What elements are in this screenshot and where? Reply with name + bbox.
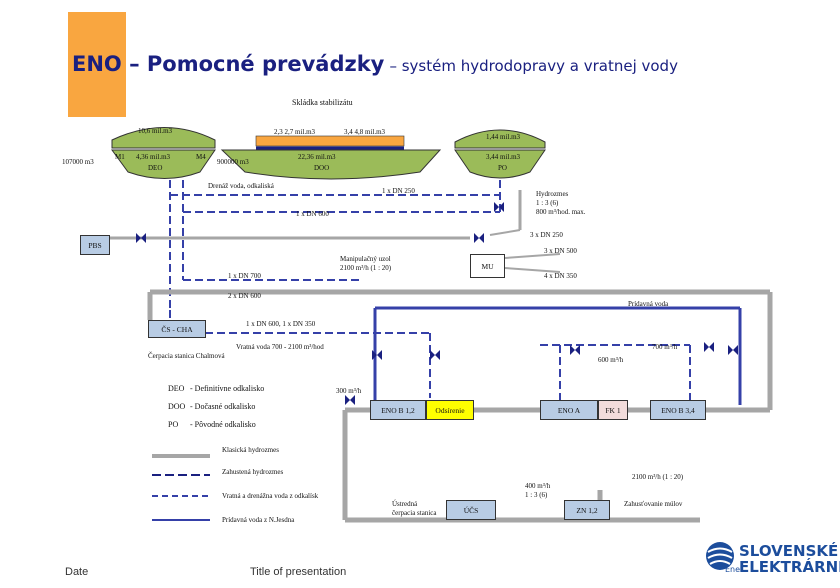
doo-top-strip xyxy=(255,135,405,147)
mu-pipe-right xyxy=(504,253,561,259)
legend-label-dashedblue: Vratná a drenážna voda z odkalísk xyxy=(222,492,319,500)
hydro-ratio-label: Hydrozmes 1 : 3 (6) 800 m³/hod. max. xyxy=(536,190,586,216)
doo-volume: 22,36 mil.m3 xyxy=(298,153,336,161)
doo-code: DOO xyxy=(314,164,330,172)
po-subvolume: 3,44 mil.m3 xyxy=(486,153,521,161)
mu-connector xyxy=(489,229,521,236)
po-basin-bottom xyxy=(454,149,546,179)
deo-subvolume: 4,36 mil.m3 xyxy=(136,153,171,161)
pbs-box[interactable]: PBS xyxy=(80,235,110,255)
doo-basin xyxy=(220,149,442,180)
deo-basin-bottom xyxy=(111,149,216,179)
pipe-1x600-label: 1 x DN 600 xyxy=(296,210,329,218)
valve-icon-po[interactable] xyxy=(494,202,504,212)
pipe-3x250-label: 3 x DN 250 xyxy=(530,231,563,239)
legend-label-blue: Prídavná voda z N.Jesdna xyxy=(222,516,295,524)
zn12-box[interactable]: ZN 1,2 xyxy=(564,500,610,520)
return-water-label: Vratná voda 700 - 2100 m³/hod xyxy=(236,343,324,351)
enel-brand: Enel xyxy=(725,565,743,574)
valve-icon-r3[interactable] xyxy=(728,345,738,355)
pipe-2x600-label: 2 x DN 600 xyxy=(228,292,261,300)
enoa-box[interactable]: ENO A xyxy=(540,400,598,420)
cs-cha-box[interactable]: ČS - CHA xyxy=(148,320,206,338)
legend-label-darkblue: Zahustená hydrozmes xyxy=(222,468,284,476)
footer-title: Title of presentation xyxy=(250,566,347,578)
pipe-4x350-label: 4 x DN 350 xyxy=(544,272,577,280)
logo-line1: SLOVENSKÉ xyxy=(739,542,839,560)
pipe-1x250-label: 1 x DN 250 xyxy=(382,187,415,195)
doo-top-right: 3,4 4,8 mil.m3 xyxy=(344,128,386,136)
legend-abbr-po-code: PO xyxy=(168,420,179,429)
mu-pipe-right2 xyxy=(504,267,561,273)
pipe-600-350-label: 1 x DN 600, 1 x DN 350 xyxy=(246,320,316,328)
logo-wordmark: SLOVENSKÉ ELEKTRÁRNE xyxy=(739,543,840,575)
doo-side-volume: 900000 m3 xyxy=(217,158,249,166)
legend-label-gray: Klasická hydrozmes xyxy=(222,446,279,454)
valve-icon-r1[interactable] xyxy=(570,345,580,355)
flow-600-label: 600 m³/h xyxy=(598,356,624,364)
legend-abbr-deo-text: - Definitívne odkalisko xyxy=(190,384,265,393)
valve-icon-pbs[interactable] xyxy=(136,233,146,243)
valve-icon-chalmova[interactable] xyxy=(372,350,382,360)
title-subtext: – systém hydrodopravy a vratnej vody xyxy=(389,57,678,75)
valve-icon-center[interactable] xyxy=(430,350,440,360)
desludge-label: Zahusťovanie múlov xyxy=(624,500,683,508)
central-pump-label: Ústredná čerpacia stanica xyxy=(392,500,437,517)
mu-box[interactable]: MU xyxy=(470,254,505,278)
flow-700-label: 700 m³/h xyxy=(652,343,678,351)
manifold-label: Manipulačný uzol 2100 m³/h (1 : 20) xyxy=(340,255,392,272)
valve-icon-lower[interactable] xyxy=(345,395,355,405)
deo-volume: 10,6 mil.m3 xyxy=(138,127,173,135)
deo-side-volume: 107000 m3 xyxy=(62,158,94,166)
legend-abbr-doo-text: - Dočasné odkalisko xyxy=(190,402,256,411)
accent-square xyxy=(68,12,126,117)
legend-abbr-doo-code: DOO xyxy=(168,402,186,411)
drain-label: Drenáž voda, odkaliská xyxy=(208,182,274,190)
se-logo-icon xyxy=(706,542,734,570)
po-basin-top xyxy=(454,129,546,149)
ucs-box[interactable]: ÚČS xyxy=(446,500,496,520)
valve-icon-mu[interactable] xyxy=(474,233,484,243)
deo-marker-m4: M4 xyxy=(196,153,206,161)
fk1-box[interactable]: FK 1 xyxy=(598,400,628,420)
deo-code: DEO xyxy=(148,164,163,172)
flow-400-label: 400 m³/h 1 : 3 (6) xyxy=(525,482,551,499)
slide-title: ENO – Pomocné prevádzky – systém hydrodo… xyxy=(72,52,678,76)
po-volume: 1,44 mil.m3 xyxy=(486,133,521,141)
deo-basin-top xyxy=(111,127,216,149)
pump-station-label: Čerpacia stanica Chalmová xyxy=(148,352,225,360)
flow-2100-label: 2100 m³/h (1 : 20) xyxy=(632,473,684,481)
odsirenie-box[interactable]: Odsírenie xyxy=(426,400,474,420)
logo-line2: ELEKTRÁRNE xyxy=(739,558,840,576)
eno12-box[interactable]: ENO B 1,2 xyxy=(370,400,426,420)
deo-marker-m1: M1 xyxy=(115,153,125,161)
valve-icon-r2[interactable] xyxy=(704,342,714,352)
po-code: PO xyxy=(498,164,507,172)
legend-abbr-po-text: - Pôvodné odkalisko xyxy=(190,420,256,429)
title-main: ENO – Pomocné prevádzky xyxy=(72,52,385,76)
subtitle-label: Skládka stabilizátu xyxy=(292,98,353,107)
flow-300-label: 300 m³/h xyxy=(336,387,362,395)
additional-water-label: Prídavná voda xyxy=(628,300,669,308)
pipe-3x500-label: 3 x DN 500 xyxy=(544,247,577,255)
legend-abbr-deo-code: DEO xyxy=(168,384,185,393)
doo-top-left: 2,3 2,7 mil.m3 xyxy=(274,128,316,136)
footer-date: Date xyxy=(65,566,89,578)
pipe-1x700-label: 1 x DN 700 xyxy=(228,272,261,280)
eno34-box[interactable]: ENO B 3,4 xyxy=(650,400,706,420)
